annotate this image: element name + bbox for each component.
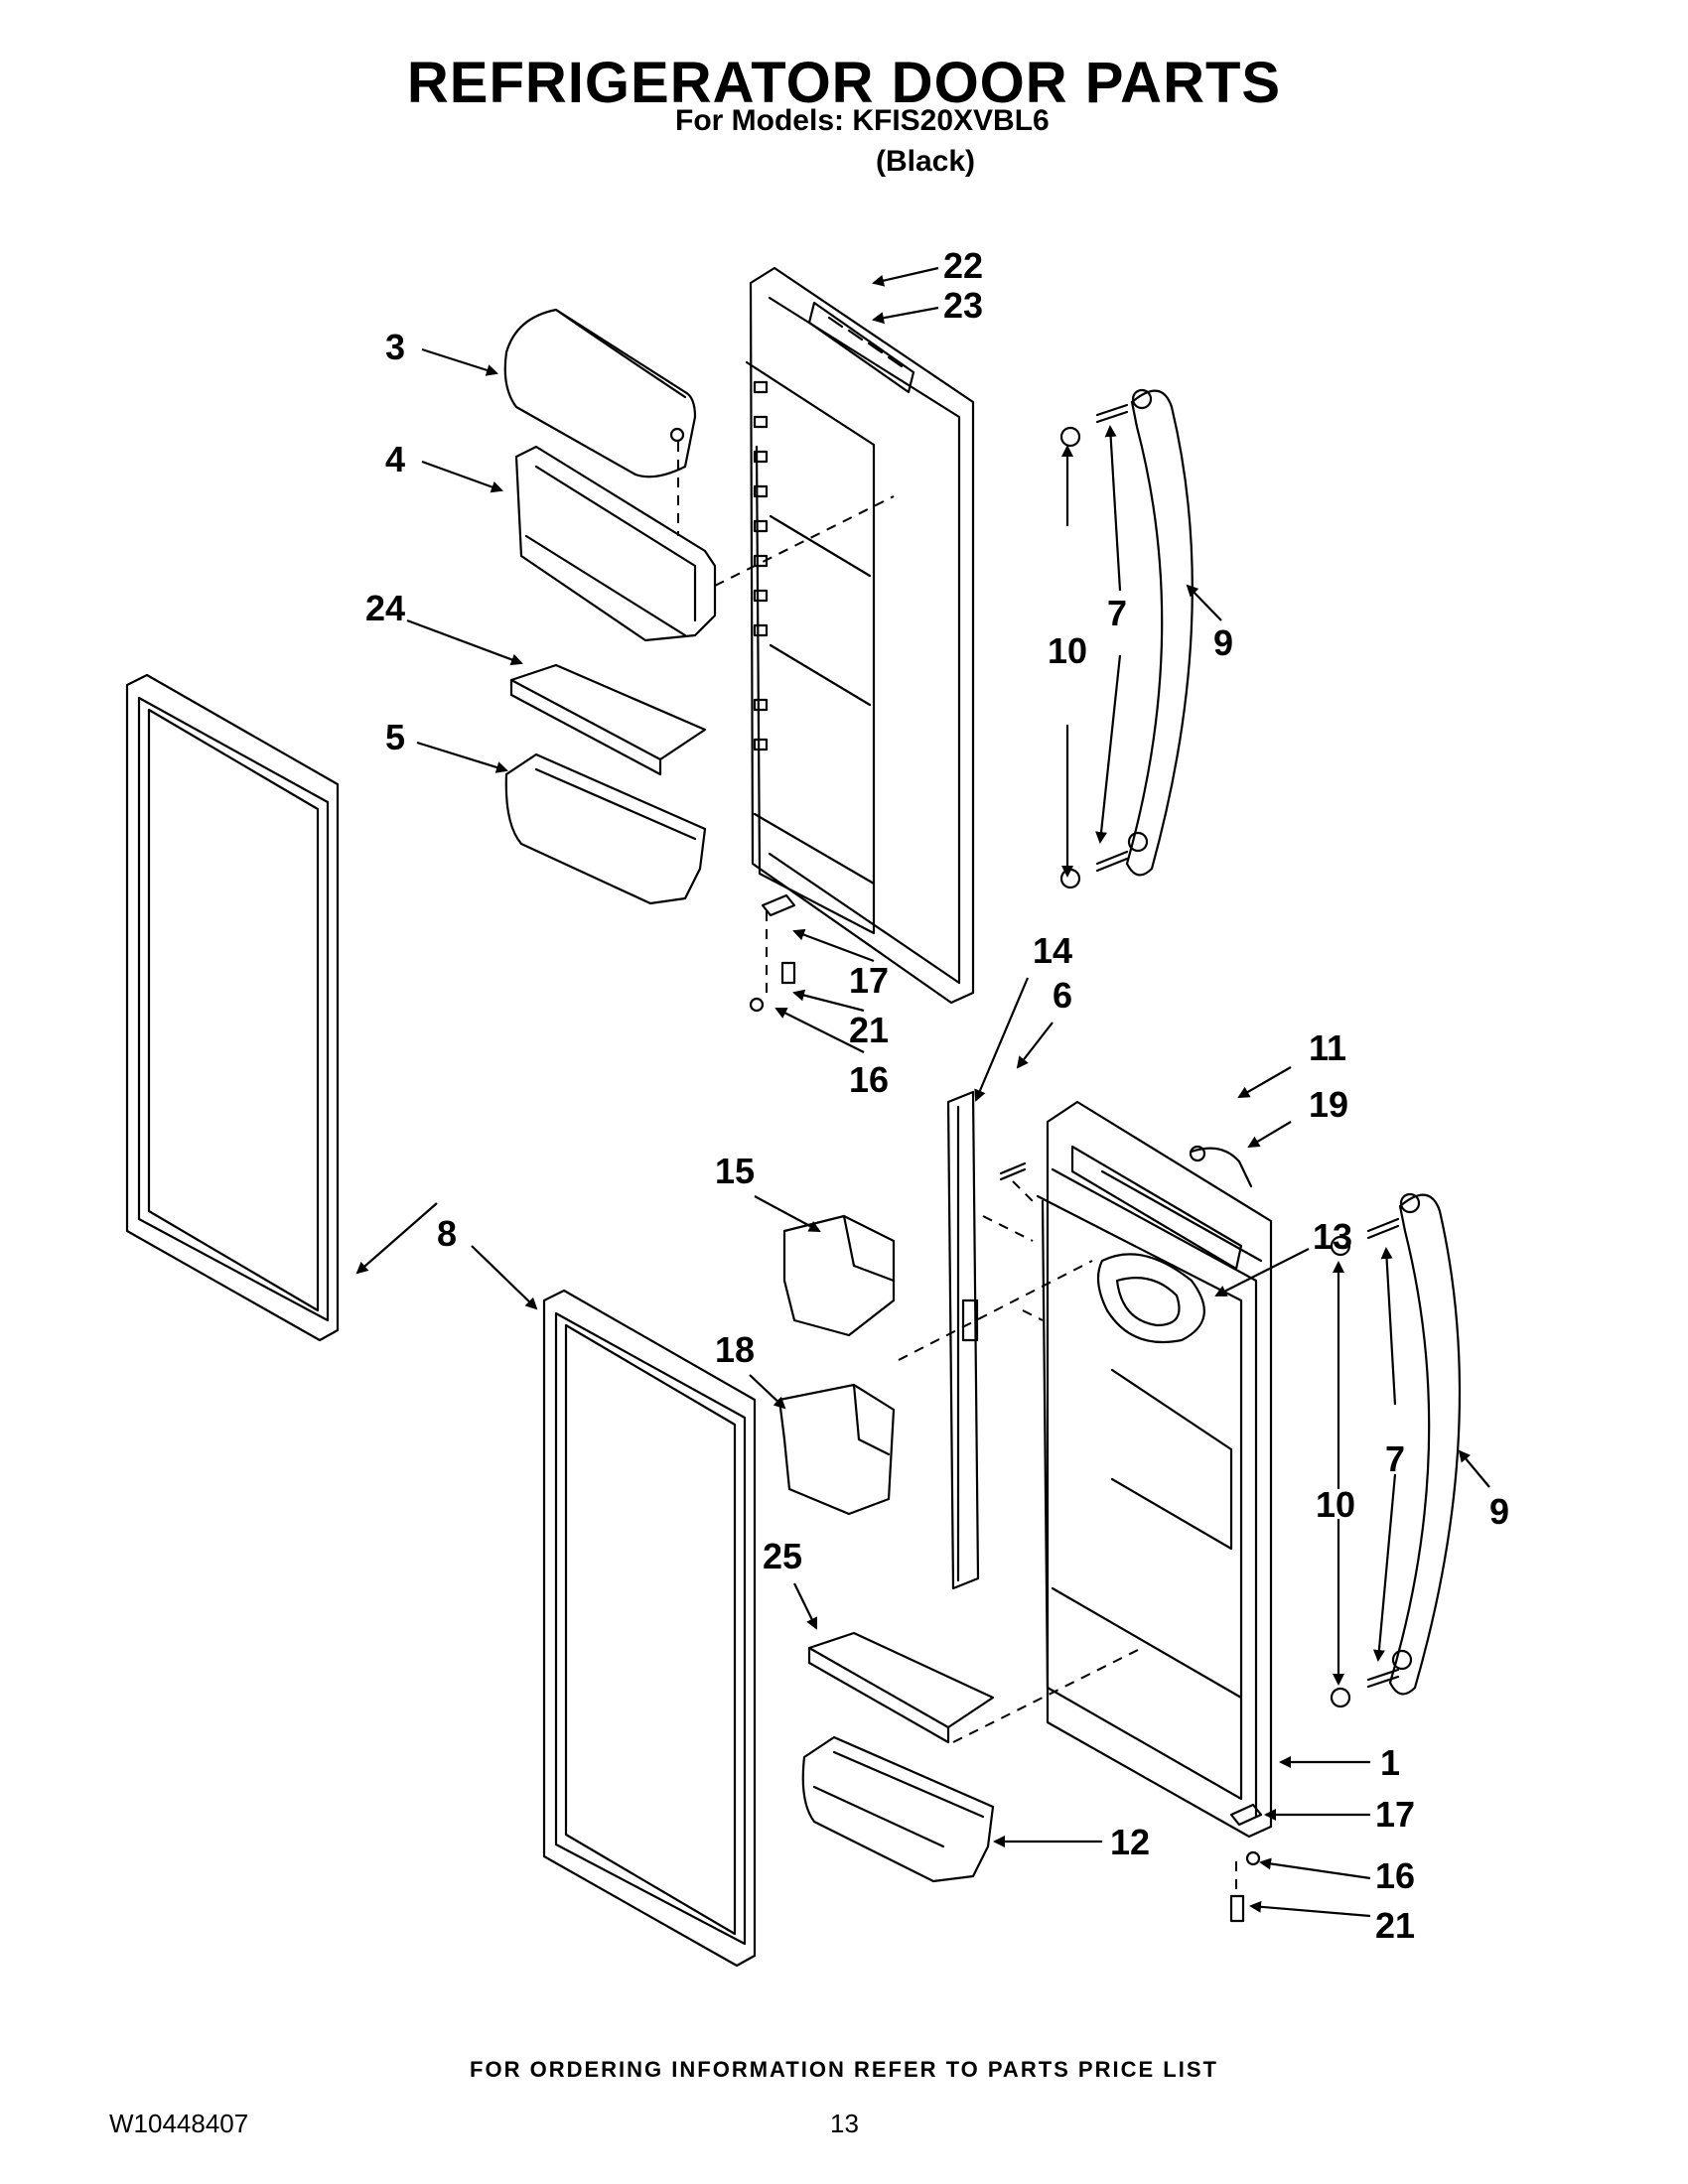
bin-15 — [782, 1214, 896, 1337]
callout-1: 1 — [1380, 1742, 1400, 1783]
hinge-hardware — [749, 893, 1263, 1923]
lower-handle-screws — [1330, 1217, 1400, 1708]
callout-23: 23 — [943, 285, 983, 326]
shelf-25 — [807, 1631, 995, 1744]
callout-6: 6 — [1053, 975, 1072, 1016]
callout-16-lower: 16 — [1375, 1855, 1415, 1896]
ordering-note: FOR ORDERING INFORMATION REFER TO PARTS … — [470, 2057, 1218, 2082]
callout-21-lower: 21 — [1375, 1905, 1415, 1946]
handle-upper — [1125, 388, 1194, 877]
callout-4: 4 — [385, 439, 405, 479]
water-tube-11 — [1189, 1145, 1253, 1188]
bin-12 — [801, 1735, 995, 1883]
upper-handle-screws — [1059, 403, 1129, 889]
door-gasket-right — [542, 1289, 757, 1968]
page-title: REFRIGERATOR DOOR PARTS — [406, 51, 1282, 115]
document-number: W10448407 — [109, 2109, 249, 2138]
callout-10-upper: 10 — [1048, 630, 1087, 671]
page-number: 13 — [830, 2109, 859, 2138]
channel-14 — [946, 1090, 980, 1590]
callout-19: 19 — [1309, 1084, 1348, 1125]
callout-18: 18 — [715, 1329, 755, 1370]
callout-labels: 22 23 3 4 24 5 10 7 9 17 21 16 14 6 11 1… — [365, 245, 1509, 1946]
callout-9-lower: 9 — [1489, 1491, 1509, 1532]
bin-cover-3 — [503, 308, 697, 478]
callout-3: 3 — [385, 327, 405, 367]
upper-door-liner — [745, 266, 975, 1005]
callout-8: 8 — [437, 1213, 457, 1254]
bin-18 — [777, 1383, 896, 1516]
callout-10-lower: 10 — [1316, 1484, 1355, 1525]
callout-9-upper: 9 — [1213, 622, 1233, 663]
alignment-lines — [677, 442, 1237, 1891]
callout-13: 13 — [1313, 1216, 1352, 1257]
bin-5 — [504, 752, 707, 905]
callout-11: 11 — [1309, 1027, 1346, 1068]
callout-12: 12 — [1110, 1822, 1150, 1862]
callout-22: 22 — [943, 245, 983, 286]
callout-15: 15 — [715, 1151, 755, 1191]
leader-arrows — [355, 266, 1490, 1918]
callout-7-lower: 7 — [1385, 1438, 1405, 1479]
handle-lower — [1388, 1192, 1462, 1696]
callout-25: 25 — [763, 1536, 802, 1576]
callout-16-upper: 16 — [849, 1059, 889, 1100]
door-gasket-left — [125, 673, 340, 1342]
color-line: (Black) — [876, 145, 976, 178]
callout-14: 14 — [1033, 930, 1072, 971]
lower-door-liner — [1036, 1100, 1273, 1839]
models-line: For Models: KFIS20XVBL6 — [675, 104, 1050, 137]
callout-17-upper: 17 — [849, 960, 889, 1001]
callout-17-lower: 17 — [1375, 1794, 1415, 1835]
callout-7-upper: 7 — [1107, 593, 1127, 633]
callout-5: 5 — [385, 717, 405, 757]
callout-21-upper: 21 — [849, 1010, 889, 1050]
door-bin-4 — [514, 445, 717, 642]
shelf-24 — [509, 663, 707, 776]
callout-24: 24 — [365, 588, 405, 628]
